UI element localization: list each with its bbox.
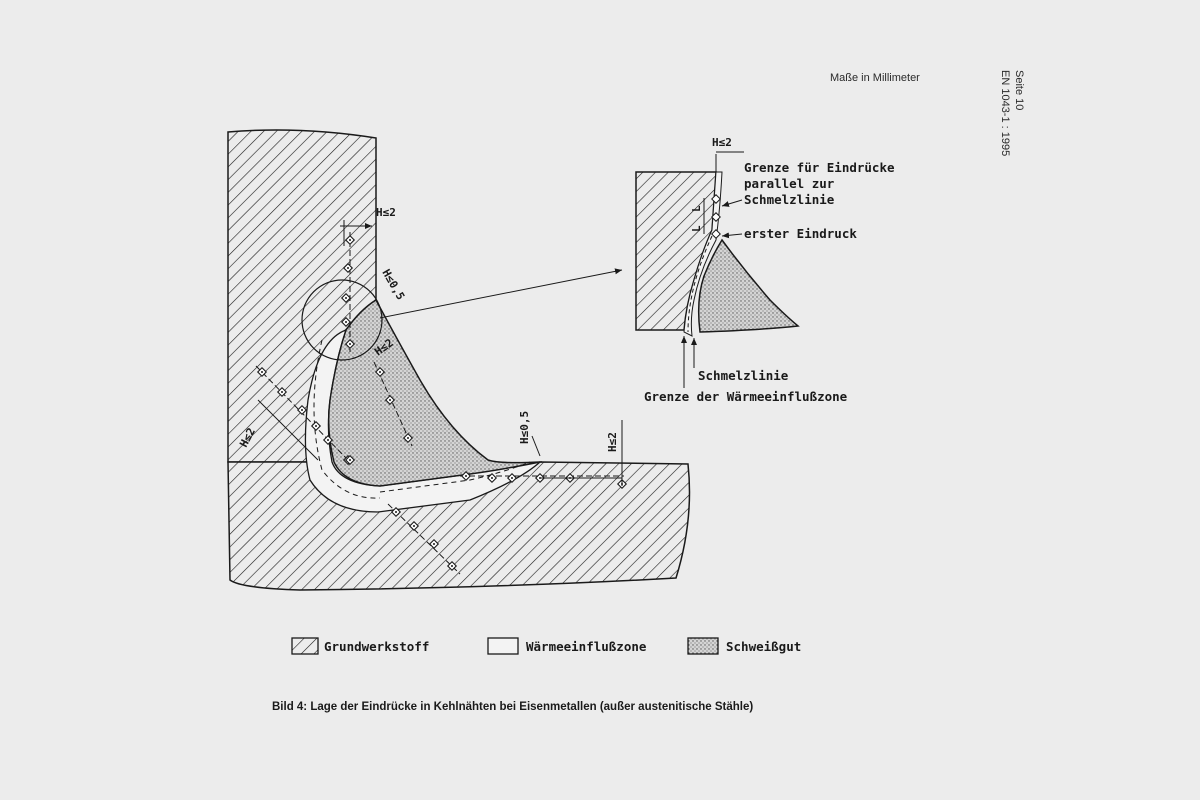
indentation-points <box>255 232 628 575</box>
dim-h05-toe: H≤0,5 <box>518 411 531 444</box>
weld-metal <box>327 298 541 487</box>
detail-limit-label-1: Grenze für Eindrücke <box>744 160 895 175</box>
legend-swatch-base-metal <box>291 637 319 655</box>
figure-caption: Bild 4: Lage der Eindrücke in Kehlnähten… <box>272 701 753 713</box>
detail-haz-boundary: Grenze der Wärmeeinflußzone <box>644 389 848 404</box>
legend-base-metal: Grundwerkstoff <box>324 639 429 654</box>
page-number: Seite 10 <box>1013 70 1025 110</box>
detail-fusion-line: Schmelzlinie <box>698 368 789 383</box>
detail-circle <box>301 279 383 361</box>
detail-dim-l1: L <box>690 225 703 232</box>
detail-limit-label-3: Schmelzlinie <box>744 192 835 207</box>
standard-id: EN 1043-1 : 1995 <box>999 70 1011 156</box>
dim-h2-vertical: H≤2 <box>376 206 396 219</box>
detail-dim-h2: H≤2 <box>712 136 732 149</box>
legend-swatch-haz <box>487 637 519 655</box>
detail-weld-metal <box>697 238 800 333</box>
dim-h05-circle: H≤0,5 <box>379 267 407 302</box>
dim-h2-horizontal: H≤2 <box>606 432 619 452</box>
legend-swatch-weld <box>687 637 719 655</box>
detail-first-indent: erster Eindruck <box>744 226 857 241</box>
legend-haz: Wärmeeinflußzone <box>526 639 647 654</box>
legend-weld-metal: Schweißgut <box>726 639 801 654</box>
detail-dim-l2: L <box>690 205 703 212</box>
units-note: Maße in Millimeter <box>830 72 920 84</box>
detail-indents <box>711 194 721 239</box>
detail-limit-label-2: parallel zur <box>744 176 835 191</box>
